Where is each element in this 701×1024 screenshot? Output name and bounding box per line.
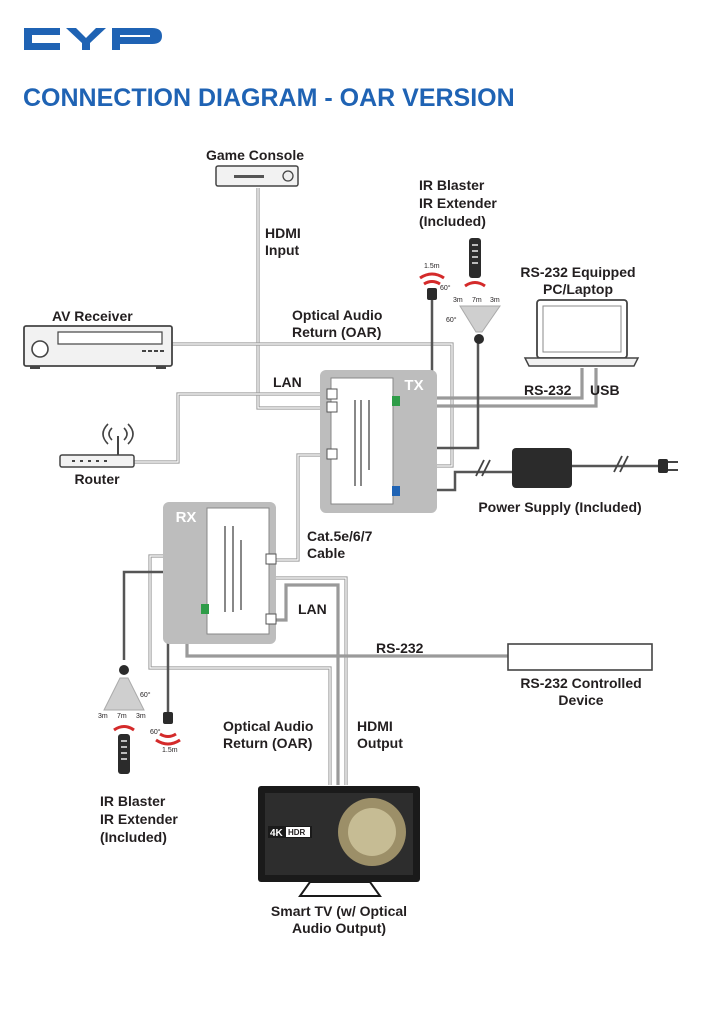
hdmi-input-line1: HDMI	[265, 225, 301, 241]
optical-bottom-line1: Optical Audio	[223, 718, 313, 734]
ir-top-dist-2: 7m	[472, 297, 482, 304]
tx-label: TX	[404, 377, 423, 394]
cable-labels: HDMI Input Optical Audio Return (OAR) LA…	[223, 225, 620, 751]
ir-top: IR Blaster IR Extender (Included) 1.5m 6…	[419, 177, 501, 344]
optical-top-line1: Optical Audio	[292, 307, 382, 323]
hdmi-output-line1: HDMI	[357, 718, 393, 734]
av-receiver: AV Receiver	[23, 308, 173, 369]
rs232-device-label-line2: Device	[558, 692, 603, 708]
lan-top-label: LAN	[273, 374, 302, 390]
ir-top-line3: (Included)	[419, 213, 486, 229]
ir-bottom-dist-2: 7m	[117, 713, 127, 720]
ir-bottom-line2: IR Extender	[100, 811, 178, 827]
cyp-logo	[24, 28, 162, 50]
tv-badge-4k: 4K	[270, 828, 284, 839]
ir-top-angle: 60°	[440, 284, 451, 292]
tv-label-line1: Smart TV (w/ Optical	[271, 903, 407, 919]
rs232-device-label-line1: RS-232 Controlled	[520, 675, 641, 691]
ir-top-dist-1: 3m	[453, 297, 463, 304]
ir-top-angle-2: 60°	[446, 316, 457, 324]
power-supply: Power Supply (Included)	[475, 448, 678, 515]
ir-bottom-dist-3: 3m	[136, 713, 146, 720]
ir-bottom-line1: IR Blaster	[100, 793, 166, 809]
tv-label-line2: Audio Output)	[292, 920, 386, 936]
tv-badge-hdr: HDR	[288, 828, 306, 837]
optical-bottom-line2: Return (OAR)	[223, 735, 312, 751]
hdmi-output-line2: Output	[357, 735, 403, 751]
hdmi-input-line2: Input	[265, 242, 300, 258]
ir-top-line2: IR Extender	[419, 195, 497, 211]
cat-cable-line2: Cable	[307, 545, 345, 561]
ir-top-line1: IR Blaster	[419, 177, 485, 193]
ir-bottom: 60° 3m 7m 3m 60° 1.5m IR Blaster IR Exte…	[98, 665, 181, 845]
ir-bottom-line3: (Included)	[100, 829, 167, 845]
rs232-device: RS-232 Controlled Device	[507, 643, 653, 708]
ir-bottom-angle: 60°	[140, 691, 151, 699]
rs232-top-label: RS-232	[524, 382, 572, 398]
lan-bottom-label: LAN	[298, 601, 327, 617]
power-supply-label: Power Supply (Included)	[478, 499, 641, 515]
pc-label-line2: PC/Laptop	[543, 281, 613, 297]
game-console: Game Console	[206, 147, 304, 187]
router-label: Router	[74, 471, 120, 487]
page-title: CONNECTION DIAGRAM - OAR VERSION	[23, 84, 515, 112]
smart-tv: 4K HDR Smart TV (w/ Optical Audio Output…	[258, 786, 420, 936]
pc-laptop: RS-232 Equipped PC/Laptop	[520, 264, 640, 367]
ir-top-range: 1.5m	[424, 263, 440, 270]
ir-bottom-dist-1: 3m	[98, 713, 108, 720]
rx-unit: RX	[163, 502, 277, 644]
cat-cable-line1: Cat.5e/6/7	[307, 528, 373, 544]
ir-top-dist-3: 3m	[490, 297, 500, 304]
usb-label: USB	[590, 382, 620, 398]
pc-label-line1: RS-232 Equipped	[520, 264, 635, 280]
ir-bottom-angle-2: 60°	[150, 728, 161, 736]
router: Router	[59, 423, 135, 487]
optical-top-line2: Return (OAR)	[292, 324, 381, 340]
rs232-bottom-label: RS-232	[376, 640, 424, 656]
av-receiver-label: AV Receiver	[52, 308, 133, 324]
game-console-label: Game Console	[206, 147, 304, 163]
tx-unit: TX	[320, 370, 437, 513]
ir-bottom-range: 1.5m	[162, 747, 178, 754]
rx-label: RX	[176, 509, 197, 526]
